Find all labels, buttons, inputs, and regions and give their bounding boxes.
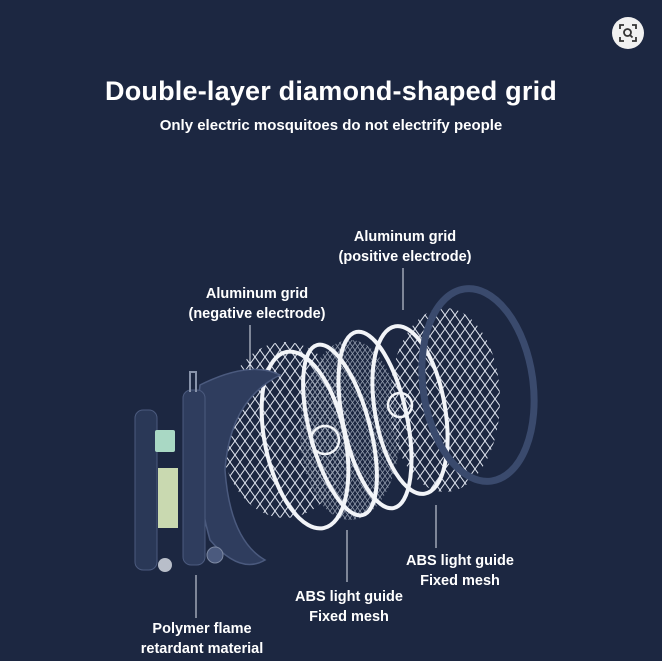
label-abs-light-guide-right: ABS light guide Fixed mesh <box>390 551 530 591</box>
label-line: Fixed mesh <box>309 609 389 625</box>
label-line: Aluminum grid <box>205 286 309 302</box>
label-line: Aluminum grid <box>353 229 457 245</box>
label-line: ABS light guide <box>295 589 403 605</box>
handle-cover <box>134 409 158 571</box>
abs-ring-3 <box>336 329 414 511</box>
label-line: (negative electrode) <box>188 306 326 322</box>
label-line: (positive electrode) <box>338 249 472 265</box>
page-subtitle: Only electric mosquitoes do not electrif… <box>159 117 503 134</box>
abs-ring-4 <box>370 324 450 496</box>
battery <box>155 430 175 452</box>
lens-search-button[interactable] <box>612 17 644 49</box>
label-abs-light-guide-center: ABS light guide Fixed mesh <box>279 587 419 627</box>
label-polymer-material: Polymer flame retardant material <box>127 619 277 659</box>
label-line: Polymer flame <box>152 621 252 637</box>
page-title: Double-layer diamond-shaped grid <box>105 76 557 106</box>
outer-frame-ring <box>418 285 538 485</box>
label-negative-electrode: Aluminum grid (negative electrode) <box>172 284 342 324</box>
label-line: ABS light guide <box>406 553 514 569</box>
label-line: Fixed mesh <box>420 573 500 589</box>
handle-shell <box>182 389 206 566</box>
lens-search-icon <box>619 24 637 42</box>
label-line: retardant material <box>140 641 264 657</box>
label-positive-electrode: Aluminum grid (positive electrode) <box>320 227 490 267</box>
circuit-board <box>158 468 178 528</box>
